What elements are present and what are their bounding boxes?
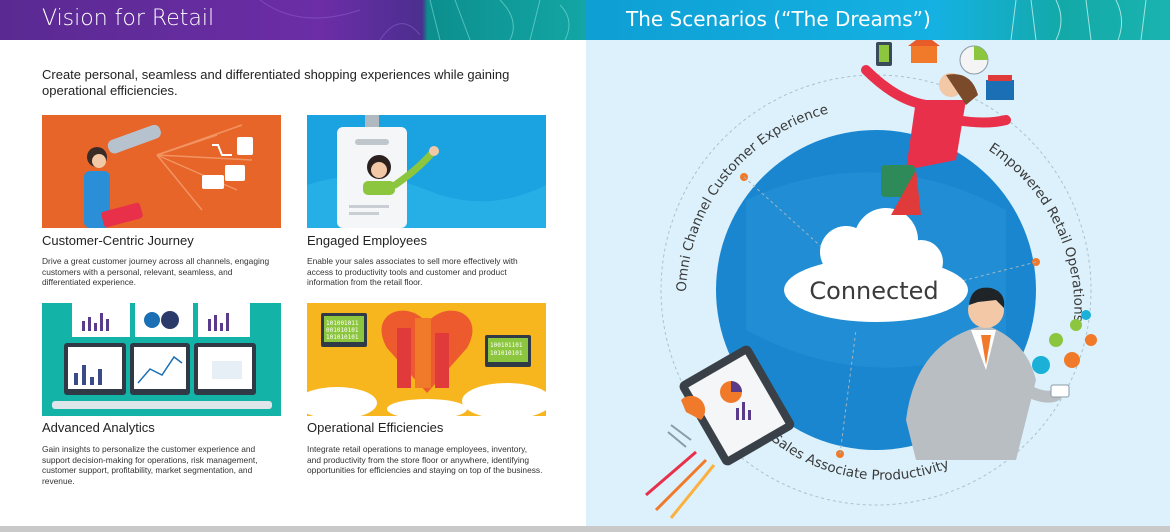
intro-text: Create personal, seamless and differenti… (42, 67, 510, 98)
card-title-engaged-employees: Engaged Employees (307, 233, 427, 248)
operational-efficiencies-illustration: 101001011 001010101 101010101 100101101 … (307, 303, 546, 416)
card-title-operational-efficiencies: Operational Efficiencies (307, 420, 444, 435)
city-heart-icon: 101001011 001010101 101010101 100101101 … (307, 303, 546, 416)
card-desc-engaged-employees: Enable your sales associates to sell mor… (307, 256, 518, 288)
page-title: Vision for Retail (42, 6, 215, 31)
binary-line-1: 101001011 (326, 320, 359, 327)
header-decoration (259, 0, 570, 40)
tablet-icon (645, 345, 795, 519)
bottom-scrollbar[interactable] (0, 526, 1170, 532)
businessman-icon (906, 287, 1097, 460)
cloud-icon (784, 208, 968, 322)
connected-diagram: Connected Omni Channel Customer Experien… (645, 40, 1097, 519)
telescope-shopper-icon (42, 115, 281, 228)
left-header-banner: Vision for Retail (0, 0, 586, 40)
card-desc-operational-efficiencies: Integrate retail operations to manage em… (307, 444, 543, 476)
card-desc-customer-journey: Drive a great customer journey across al… (42, 256, 270, 288)
right-header-banner: The Scenarios (“The Dreams”) (586, 0, 1170, 40)
customer-journey-illustration (42, 115, 281, 228)
shopper-woman-icon (861, 40, 1014, 215)
scenarios-title: The Scenarios (“The Dreams”) (626, 7, 931, 31)
card-title-customer-journey: Customer-Centric Journey (42, 233, 194, 248)
engaged-employees-illustration (307, 115, 546, 228)
center-label: Connected (809, 277, 938, 305)
binary-line-5: 101010101 (490, 350, 523, 357)
card-desc-advanced-analytics: Gain insights to personalize the custome… (42, 444, 258, 486)
binary-line-2: 001010101 (326, 327, 359, 334)
orbit-ring (660, 74, 1092, 506)
card-title-advanced-analytics: Advanced Analytics (42, 420, 155, 435)
employee-badge-icon (307, 115, 546, 228)
binary-line-4: 100101101 (490, 342, 523, 349)
header-decoration (1010, 0, 1147, 40)
advanced-analytics-illustration (42, 303, 281, 416)
analytics-dashboard-icon (42, 303, 281, 416)
binary-line-3: 101010101 (326, 334, 359, 341)
scenarios-panel: The Scenarios (“The Dreams”) Connected O… (586, 0, 1170, 532)
